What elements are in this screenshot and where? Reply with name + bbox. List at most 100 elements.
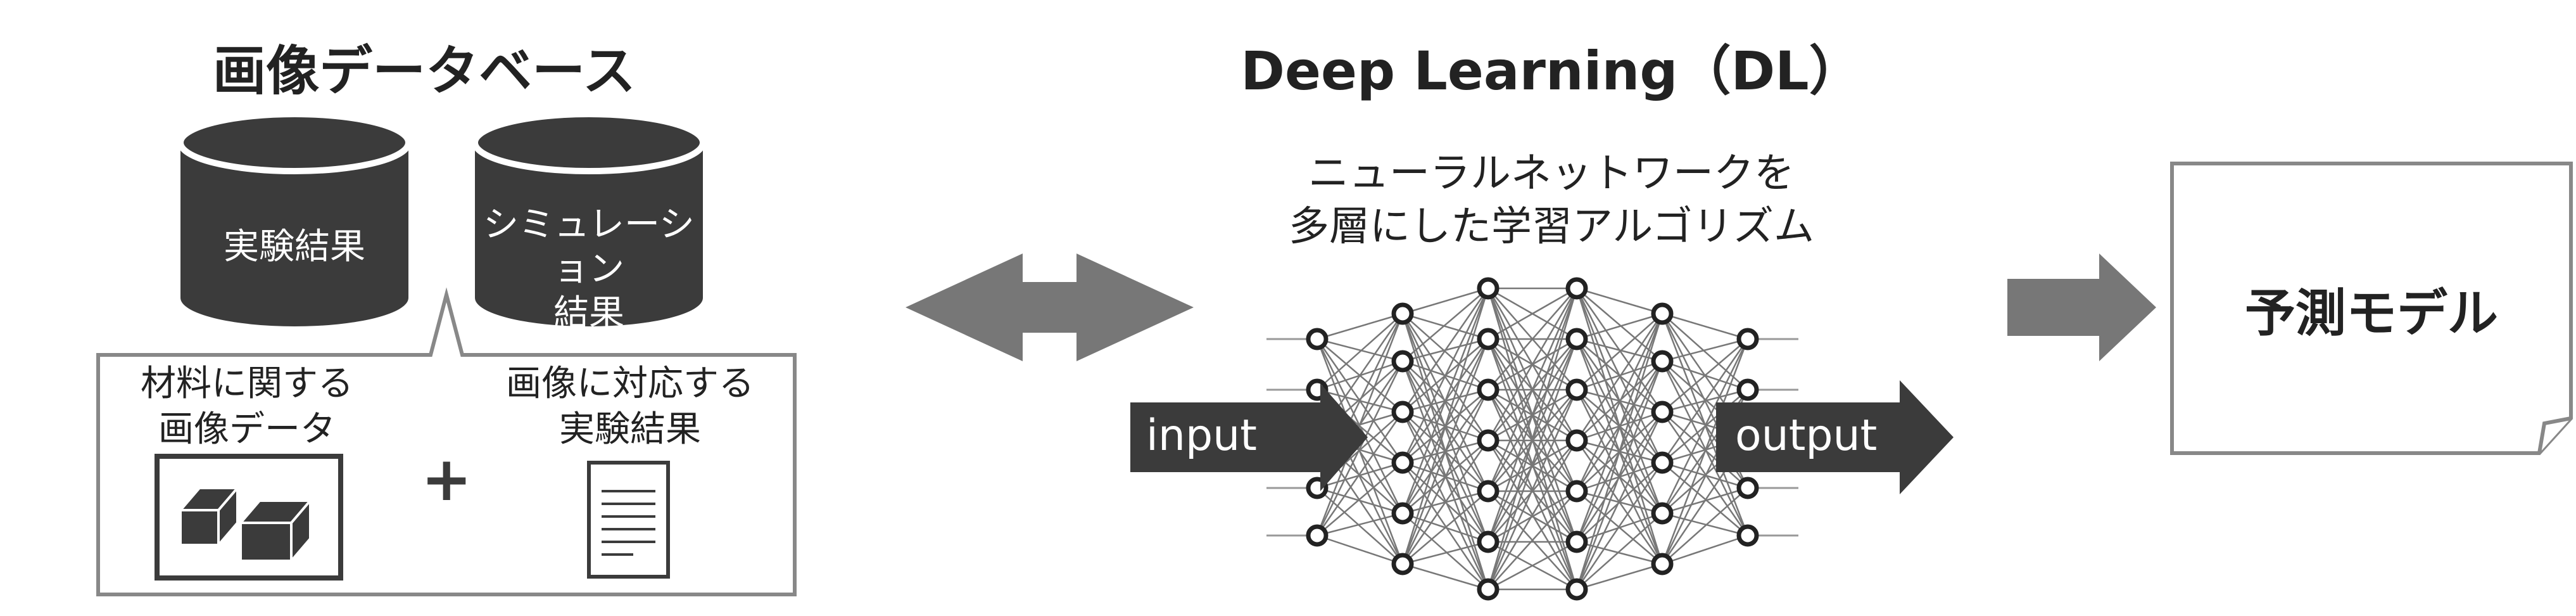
nn-node bbox=[1565, 328, 1588, 350]
nn-connection bbox=[1487, 288, 1578, 441]
nn-connection bbox=[1487, 490, 1577, 543]
nn-connection bbox=[1487, 338, 1578, 590]
nn-node bbox=[1736, 477, 1759, 499]
nn-node bbox=[1391, 502, 1414, 525]
nn-node bbox=[1565, 530, 1588, 553]
nn-connection bbox=[1575, 313, 1664, 590]
nn-connection bbox=[1576, 512, 1663, 543]
nn-connection bbox=[1316, 534, 1403, 565]
nn-node bbox=[1477, 480, 1500, 503]
nn-node bbox=[1651, 451, 1674, 474]
nn-connection bbox=[1661, 361, 1749, 536]
nn-node bbox=[1736, 378, 1759, 401]
nn-node bbox=[1736, 524, 1759, 547]
cylinder-simulation-line1: シミュレーション bbox=[483, 204, 695, 290]
nn-connection bbox=[1661, 411, 1749, 536]
nn-connection bbox=[1316, 487, 1403, 515]
nn-node bbox=[1477, 578, 1500, 601]
nn-connection bbox=[1662, 534, 1748, 565]
nn-connection bbox=[1487, 288, 1578, 590]
nn-node bbox=[1565, 378, 1588, 401]
nn-node bbox=[1565, 578, 1588, 601]
nn-node bbox=[1651, 401, 1674, 423]
nn-connection bbox=[1316, 361, 1404, 536]
output-arrow bbox=[1716, 380, 1954, 494]
nn-connection bbox=[1487, 288, 1577, 390]
document-icon bbox=[587, 461, 670, 579]
nn-connection bbox=[1487, 288, 1578, 492]
nn-connection bbox=[1575, 313, 1664, 542]
callout-left-caption: 材料に関する 画像データ bbox=[111, 361, 383, 452]
nn-connection bbox=[1662, 313, 1748, 390]
nn-node bbox=[1477, 378, 1500, 401]
nn-connection bbox=[1401, 288, 1489, 413]
nn-connection bbox=[1316, 462, 1403, 536]
nn-connection bbox=[1662, 512, 1748, 537]
nn-connection bbox=[1662, 312, 1748, 340]
model-document bbox=[2170, 162, 2573, 455]
nn-node bbox=[1736, 328, 1759, 350]
nn-node bbox=[1477, 277, 1500, 300]
cylinder-experiment-label: 実験結果 bbox=[224, 226, 365, 267]
nn-connection bbox=[1662, 338, 1748, 363]
nn-connection bbox=[1316, 338, 1403, 363]
nn-connection bbox=[1575, 462, 1664, 590]
nn-connection bbox=[1575, 313, 1664, 492]
nn-connection bbox=[1401, 411, 1489, 590]
plus-sign: + bbox=[421, 444, 472, 515]
nn-connection bbox=[1402, 491, 1489, 565]
input-label: input bbox=[1146, 411, 1257, 461]
nn-connection bbox=[1662, 338, 1748, 413]
nn-connection bbox=[1662, 487, 1748, 565]
nn-node bbox=[1651, 350, 1674, 373]
nn-connection bbox=[1575, 361, 1664, 590]
nn-connection bbox=[1661, 338, 1749, 463]
nn-node bbox=[1565, 277, 1588, 300]
nn-connection bbox=[1402, 312, 1489, 340]
nn-node bbox=[1651, 502, 1674, 525]
nn-connection bbox=[1487, 541, 1577, 591]
nn-node bbox=[1477, 328, 1500, 350]
database-title: 画像データベース bbox=[213, 40, 636, 102]
nn-node bbox=[1391, 553, 1414, 575]
nn-node bbox=[1651, 302, 1674, 325]
nn-connection bbox=[1401, 288, 1489, 565]
nn-connection bbox=[1402, 287, 1489, 315]
nn-connection bbox=[1575, 411, 1664, 590]
double-arrow-icon bbox=[906, 253, 1194, 361]
nn-connection bbox=[1487, 440, 1578, 590]
output-label: output bbox=[1735, 411, 1878, 461]
nn-connection bbox=[1576, 313, 1663, 390]
nn-connection bbox=[1316, 411, 1404, 536]
nn-node bbox=[1565, 429, 1588, 452]
nn-connection bbox=[1576, 563, 1663, 591]
database-cylinder-simulation bbox=[472, 111, 706, 326]
dl-description-line2: 多層にした学習アルゴリズム bbox=[1288, 203, 1815, 250]
nn-connection bbox=[1402, 563, 1489, 591]
dl-title: Deep Learning（DL） bbox=[1241, 40, 1862, 102]
nn-connection bbox=[1316, 461, 1403, 489]
nn-connection bbox=[1316, 512, 1403, 537]
nn-node bbox=[1391, 401, 1414, 423]
nn-connection bbox=[1487, 288, 1578, 542]
nn-node bbox=[1651, 553, 1674, 575]
nn-node bbox=[1391, 350, 1414, 373]
nn-connection bbox=[1487, 389, 1578, 590]
nn-node bbox=[1477, 429, 1500, 452]
nn-connection bbox=[1401, 389, 1489, 565]
input-arrow bbox=[1130, 383, 1368, 491]
nn-connection bbox=[1402, 288, 1489, 362]
nn-connection bbox=[1576, 513, 1663, 590]
nn-connection bbox=[1316, 312, 1403, 340]
cylinder-simulation-label: シミュレーション 結果 bbox=[475, 203, 703, 336]
database-cylinder-experiment bbox=[177, 111, 412, 326]
nn-connection bbox=[1401, 338, 1489, 565]
callout-left-line2: 画像データ bbox=[158, 409, 336, 450]
nn-connection bbox=[1576, 312, 1663, 340]
nn-node bbox=[1391, 302, 1414, 325]
nn-connection bbox=[1401, 288, 1489, 463]
cylinder-simulation-line2: 結果 bbox=[553, 293, 624, 334]
nn-connection bbox=[1661, 338, 1749, 565]
nn-node bbox=[1306, 524, 1329, 547]
